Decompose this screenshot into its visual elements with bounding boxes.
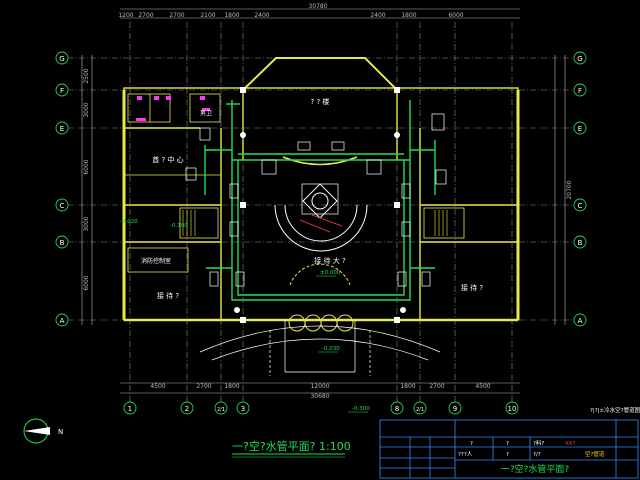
toilet-fixtures xyxy=(136,96,210,121)
title-block-cell: ?料? xyxy=(533,439,544,447)
bottom-dim: 4500 xyxy=(150,383,165,390)
top-dim: 2700 xyxy=(169,12,184,19)
axis-label-col: 10 xyxy=(508,405,517,413)
title-block-cell: ? xyxy=(506,441,509,447)
top-dim: 2400 xyxy=(254,12,269,19)
title-block-cell: ? xyxy=(506,452,509,458)
level-mark: -0.300 xyxy=(352,406,370,412)
top-dim: 2100 xyxy=(200,12,215,19)
axis-label-row: A xyxy=(578,317,583,325)
north-arrow xyxy=(23,418,50,444)
left-dim: 6000 xyxy=(83,159,90,174)
title-block-cell: XX? xyxy=(565,441,576,447)
room-label: 男卫 xyxy=(200,110,212,117)
bottom-dim: 2700 xyxy=(429,383,444,390)
axis-label-col: 2/1 xyxy=(416,407,424,413)
central-rotunda xyxy=(274,156,368,286)
bottom-dim: 1800 xyxy=(224,383,239,390)
title-block xyxy=(379,419,639,479)
top-dim: 1800 xyxy=(224,12,239,19)
room-label: ? ? 楼 xyxy=(311,97,330,106)
title-block-cell: ?/? xyxy=(533,452,541,458)
axis-label-row: G xyxy=(59,55,64,63)
bottom-dim: 4500 xyxy=(475,383,490,390)
left-dim: 3000 xyxy=(83,216,90,231)
top-dim: 1800 xyxy=(401,12,416,19)
axis-label-row: F xyxy=(578,87,582,95)
axis-bubbles xyxy=(55,51,587,415)
right-total-dimension: 20700 xyxy=(566,180,573,199)
axis-label-col: 8 xyxy=(395,405,399,413)
axis-label-row: B xyxy=(60,239,65,247)
fan-coil-units xyxy=(185,113,447,287)
axis-label-row: A xyxy=(60,317,65,325)
room-label: 酋 ? 中 心 xyxy=(152,155,183,164)
bottom-dim: 12000 xyxy=(310,383,329,390)
dimension-lines xyxy=(81,8,566,394)
title-block-cell: 空?管道 xyxy=(585,450,605,458)
axis-label-row: C xyxy=(578,202,583,210)
north-arrow-label: N xyxy=(58,428,63,436)
level-mark: ±0.000 xyxy=(320,270,341,276)
axis-label-row: G xyxy=(577,55,582,63)
axis-label-row: C xyxy=(60,202,65,210)
room-label: 接 待 大 ? xyxy=(314,256,346,265)
axis-label-row: E xyxy=(578,125,582,133)
stair-hatching xyxy=(182,210,448,236)
bottom-dim: 1800 xyxy=(400,383,415,390)
top-dim: 2400 xyxy=(370,12,385,19)
title-block-cell: ? xyxy=(470,441,473,447)
level-mark: -0.100 xyxy=(170,223,188,229)
axis-label-col: 9 xyxy=(453,405,457,413)
building-walls xyxy=(122,57,520,322)
level-mark: -0.020 xyxy=(120,219,138,225)
axis-label-col: 1 xyxy=(128,405,132,413)
axis-label-row: E xyxy=(60,125,64,133)
left-dim: 2500 xyxy=(83,68,90,83)
top-dim: 6000 xyxy=(448,12,463,19)
stamp-right: ?|?|±冷水空?管道图 xyxy=(590,406,640,414)
axis-label-col: 2 xyxy=(185,405,189,413)
title-block-cell: ???人 xyxy=(458,451,473,458)
top-dim: 2700 xyxy=(138,12,153,19)
top-dim: 1200 xyxy=(118,12,133,19)
room-label: 接 待 ? xyxy=(461,283,483,292)
bottom-dim: 2700 xyxy=(196,383,211,390)
level-leaders xyxy=(316,275,368,413)
axis-label-row: F xyxy=(60,87,64,95)
left-dim: 3000 xyxy=(83,102,90,117)
entrance-doors xyxy=(288,314,354,332)
entrance-canopy xyxy=(199,320,441,376)
level-mark: -0.030 xyxy=(322,346,340,352)
title-block-big-title: 一?空?水管平面? xyxy=(501,463,570,475)
columns xyxy=(234,87,406,323)
top-total-dimension: 30780 xyxy=(308,3,327,10)
axis-label-col: 3 xyxy=(241,405,245,413)
bottom-total-dimension: 30680 xyxy=(310,393,329,400)
room-label: 接 待 ? xyxy=(157,291,179,300)
drawing-title: 一?空?水管平面? 1:100 xyxy=(232,439,351,453)
room-label: 消防控制室 xyxy=(141,257,171,265)
axis-label-col: 2/1 xyxy=(217,407,225,413)
axis-label-row: B xyxy=(578,239,583,247)
left-dim: 6000 xyxy=(83,275,90,290)
